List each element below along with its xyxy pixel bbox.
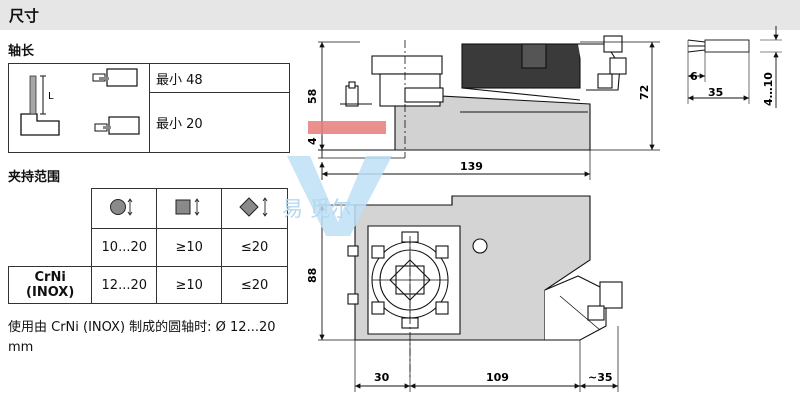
clamp-diamond-value: ≤20: [221, 228, 288, 267]
clamp-round-value: 10...20: [91, 228, 158, 267]
diamond-shaft-icon: [238, 196, 267, 217]
watermark-logo: [287, 121, 392, 236]
wire-detail: [687, 26, 782, 108]
square-shaft-cell: [156, 188, 223, 229]
dim-109: 109: [486, 371, 509, 384]
side-view: [318, 35, 627, 159]
section-title: 尺寸: [9, 7, 40, 25]
diamond-shaft-cell: [221, 188, 288, 229]
clamp-note: 使用由 CrNi (INOX) 制成的圆轴时: Ø 12...20 mm: [8, 320, 276, 355]
square-shaft-icon: [175, 197, 200, 216]
dim-label-l: L: [48, 91, 54, 102]
clamp-square-value: ≥10: [156, 228, 223, 267]
dim-30: 30: [374, 371, 390, 384]
dim-35b: ~35: [588, 371, 613, 384]
shaft-length-min48: 最小 48: [149, 62, 290, 94]
dim-4: 4: [306, 137, 319, 145]
dim-58: 58: [306, 89, 319, 104]
shaft-length-title: 轴长: [8, 44, 35, 59]
shaft-length-table: L 最小 48 最小 20: [8, 62, 290, 153]
dim-72: 72: [638, 85, 651, 100]
clamp-diamond-value: ≤20: [221, 266, 288, 304]
dim-35: 35: [708, 86, 723, 99]
dim-4-10: 4…10: [762, 72, 775, 106]
top-view: [347, 195, 623, 380]
clamp-round-value: 12...20: [91, 266, 158, 304]
dim-6: 6: [690, 70, 698, 83]
watermark-text: 易 觅尔: [282, 197, 352, 221]
dim-139: 139: [460, 160, 483, 173]
clamp-row-label: CrNi (INOX): [7, 266, 93, 304]
section-header: 尺寸: [0, 0, 800, 30]
shaft-diagram-icon: L: [20, 68, 140, 136]
shaft-length-min20: 最小 20: [149, 92, 290, 153]
clamp-table: 10...20 ≥10 ≤20 CrNi (INOX) 12...20 ≥10 …: [7, 188, 288, 304]
dim-88: 88: [306, 268, 319, 283]
clamp-title: 夹持范围: [8, 170, 61, 185]
round-shaft-icon: [110, 197, 133, 216]
shaft-length-illustration: L: [8, 63, 150, 153]
